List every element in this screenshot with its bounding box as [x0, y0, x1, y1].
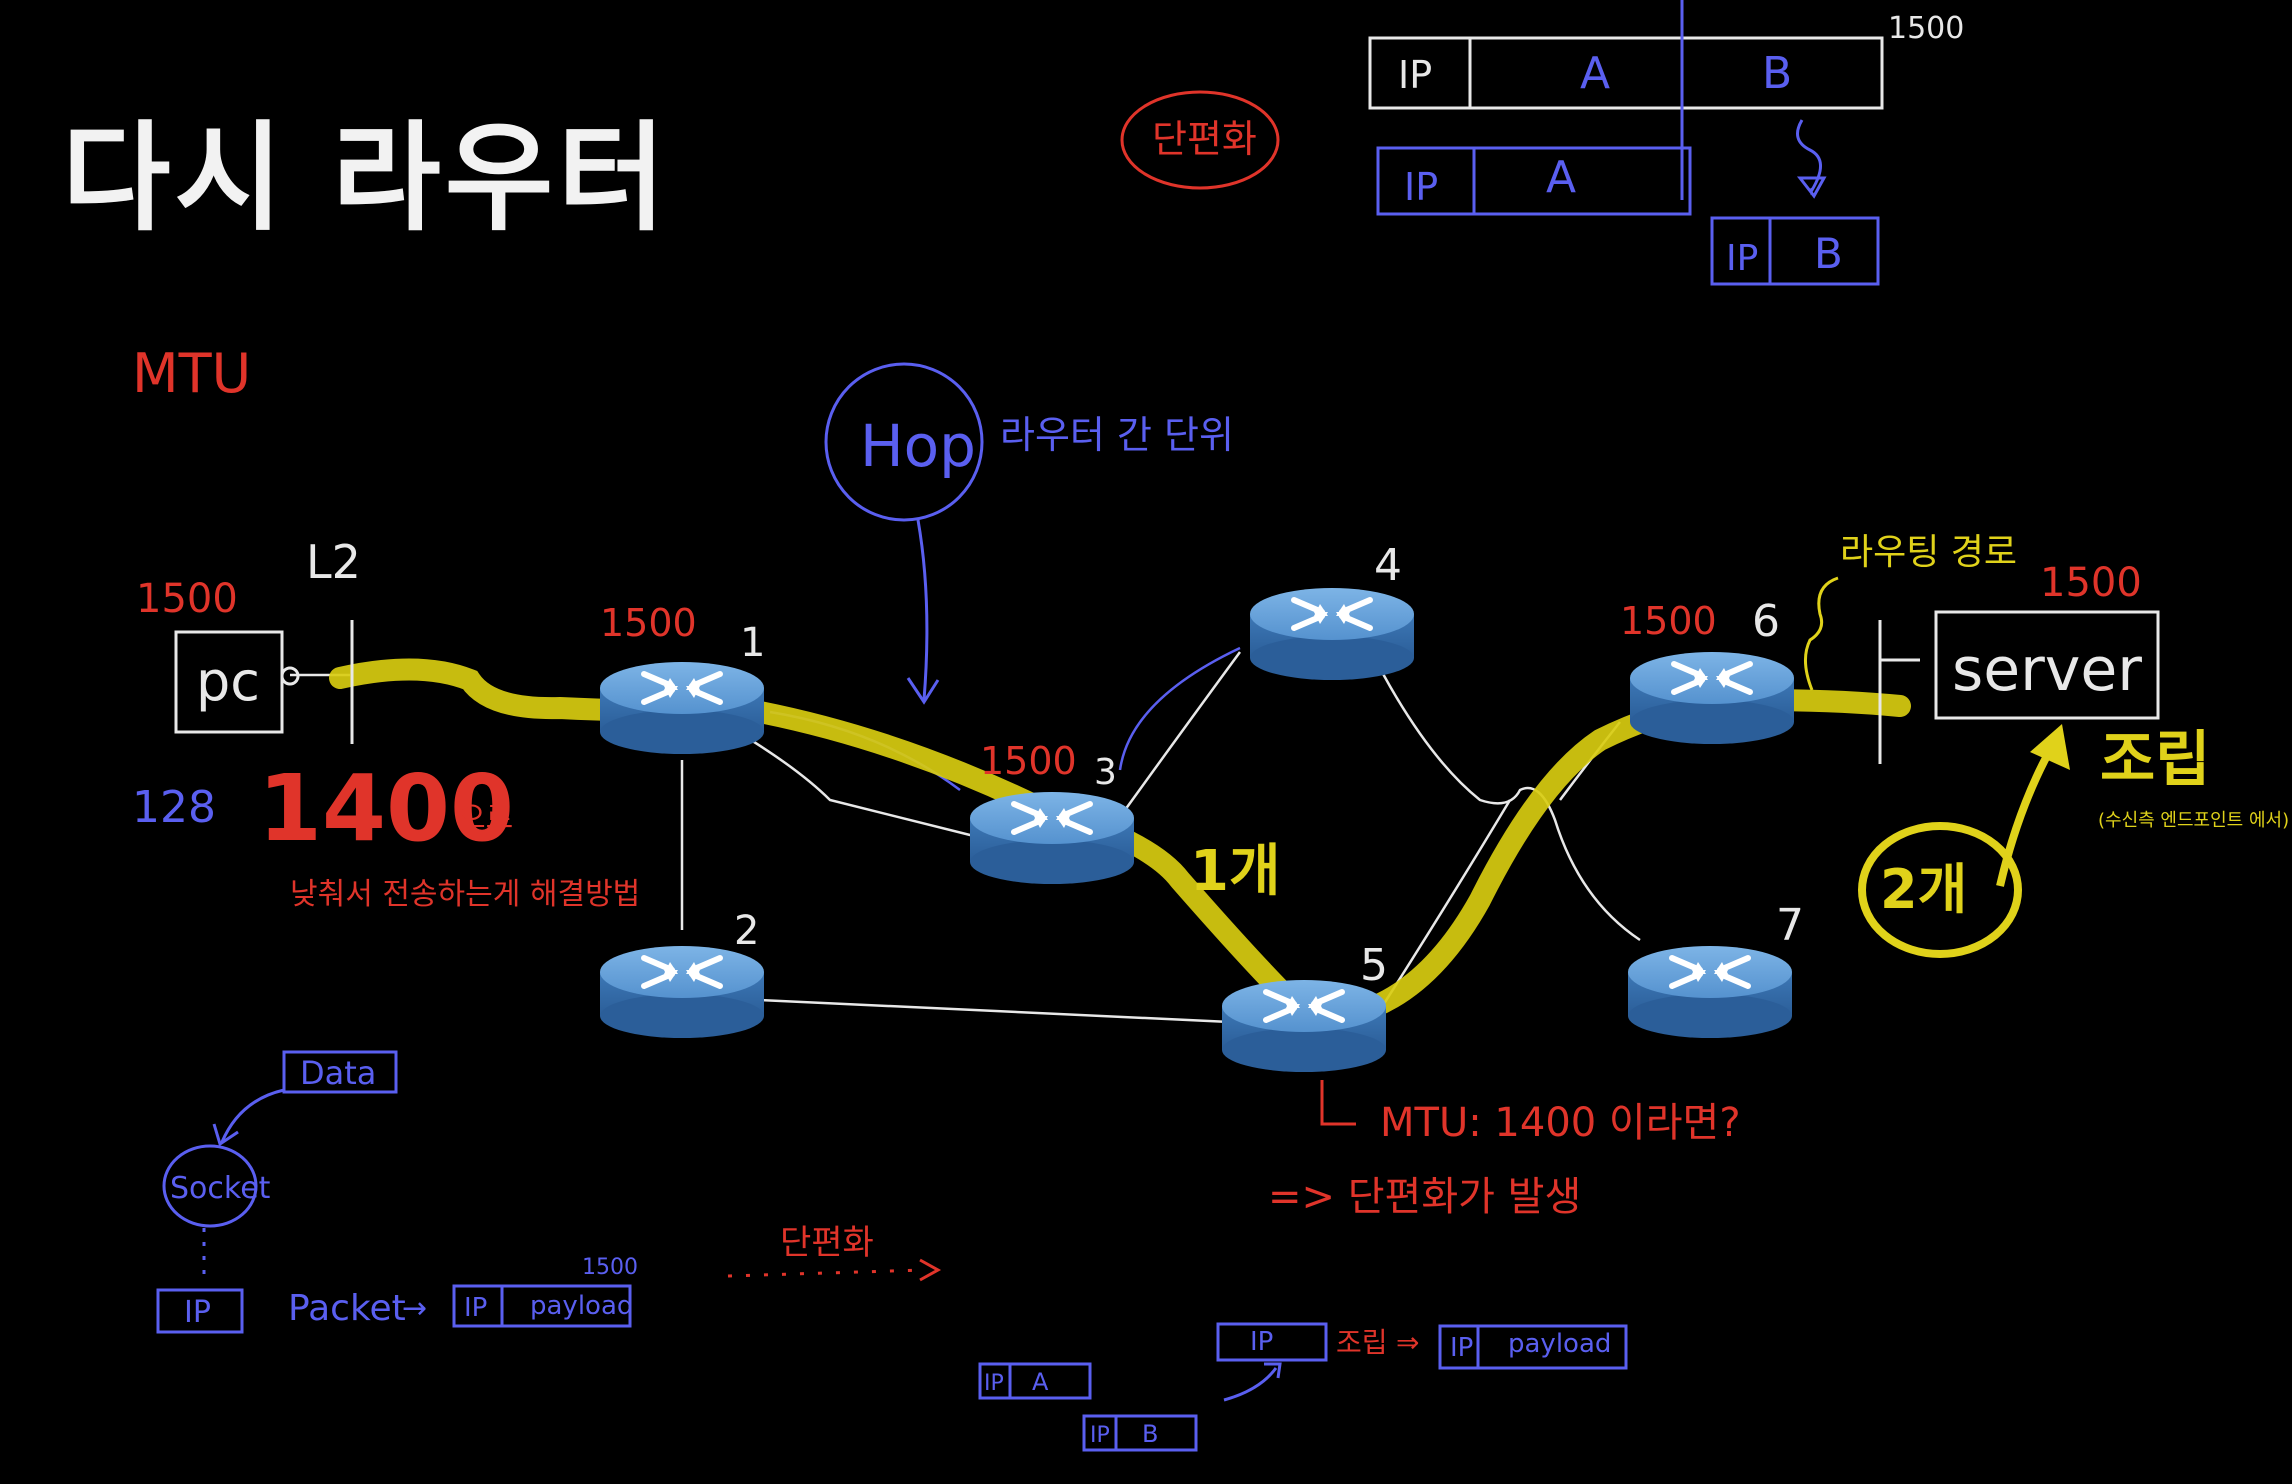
frag-b-small-box	[1082, 1414, 1198, 1452]
fragment-b-label: B	[1814, 229, 1843, 278]
assemble-note: (수신측 엔드포인트 에서)	[2098, 810, 2289, 831]
frag-a-small-label: A	[1032, 1368, 1049, 1396]
frag-a-small-box	[978, 1362, 1092, 1400]
socket-circle	[162, 1144, 258, 1228]
routing-path-label: 라우팅 경로	[1840, 532, 2017, 573]
reassembly-arrow: ⇒	[1396, 1326, 1419, 1359]
fragment-a-label: A	[1546, 152, 1576, 203]
reassembly-ip-box	[1216, 1322, 1328, 1362]
assemble-label: 조립	[2100, 725, 2210, 795]
two-pieces-circle	[1858, 822, 2022, 958]
frag-a-small-ip: IP	[984, 1371, 1004, 1396]
one-piece-label: 1개	[1190, 839, 1281, 904]
fragment-b-box	[1710, 216, 1880, 286]
router-7-number: 7	[1776, 900, 1804, 951]
router-7[interactable]	[1628, 946, 1792, 1038]
mtu-label: MTU	[132, 342, 251, 405]
big-1400-label: 1400	[258, 755, 514, 862]
reassembled-packet-box	[1438, 1324, 1628, 1370]
router-5[interactable]	[1222, 980, 1386, 1072]
packet-full-box	[1368, 36, 1884, 110]
packet-full-size: 1500	[1888, 11, 1964, 46]
l2-label: L2	[306, 535, 361, 589]
packet-label: Packet	[288, 1288, 406, 1329]
top-fragmentation-diagram: 단편화 IP A B 1500 IP A IP B	[1120, 0, 1964, 286]
packet-full-a: A	[1580, 48, 1610, 99]
socket-label: Socket	[170, 1171, 271, 1206]
router-4-number: 4	[1374, 540, 1402, 591]
router-3-number: 3	[1094, 752, 1117, 793]
server-box	[1934, 610, 2160, 720]
fragment-a-ip: IP	[1404, 165, 1438, 209]
fragment-b-ip: IP	[1726, 238, 1758, 279]
hop-circle	[824, 362, 984, 522]
fragmentation-circle	[1120, 90, 1280, 190]
packet-ip-label: IP	[464, 1293, 487, 1323]
reassembled-payload: payload	[1508, 1329, 1611, 1359]
packet-size-label: 1500	[582, 1255, 638, 1280]
data-label: Data	[300, 1054, 376, 1092]
slide-title: 다시 라우터	[62, 109, 670, 247]
router-1[interactable]	[600, 662, 764, 754]
router-6-mtu: 1500	[1620, 599, 1717, 643]
hop-label: Hop	[860, 412, 976, 480]
pc-128-label: 128	[132, 782, 216, 833]
router-1-mtu: 1500	[600, 601, 697, 645]
fragment-small-label: 단편화	[780, 1223, 874, 1263]
big-1400-suffix: 으로	[458, 801, 513, 836]
router-5-number: 5	[1360, 940, 1388, 991]
router-1-number: 1	[740, 620, 765, 666]
ip-box	[156, 1288, 244, 1334]
reassembly-ip-label: IP	[1250, 1327, 1273, 1357]
reduce-note: 낮춰서 전송하는게 해결방법	[290, 877, 640, 912]
frag-b-small-label: B	[1142, 1420, 1158, 1448]
pc-port-icon	[280, 666, 300, 686]
pc-label: pc	[196, 650, 260, 713]
reassembled-ip: IP	[1450, 1333, 1473, 1363]
router-6-number: 6	[1752, 596, 1780, 647]
router-2-number: 2	[734, 908, 759, 954]
hop-arrow	[916, 519, 929, 701]
pc-box	[174, 630, 284, 734]
packet-full-b: B	[1762, 48, 1792, 99]
packet-full-ip: IP	[1398, 53, 1432, 97]
data-box	[282, 1050, 398, 1094]
router-3[interactable]	[970, 792, 1134, 884]
server-label: server	[1952, 635, 2142, 705]
router-2[interactable]	[600, 946, 764, 1038]
router-6[interactable]	[1630, 652, 1794, 744]
ip-box-label: IP	[184, 1295, 211, 1330]
frag-b-small-ip: IP	[1090, 1423, 1110, 1448]
mtu-question: MTU: 1400 이라면?	[1380, 1100, 1741, 1146]
packet-payload-box	[452, 1284, 632, 1328]
pc-mtu-label: 1500	[136, 576, 238, 622]
two-pieces-label: 2개	[1880, 858, 1967, 921]
reassembly-assemble-label: 조립	[1336, 1326, 1388, 1359]
router-3-mtu: 1500	[980, 739, 1077, 783]
hop-description: 라우터 간 단위	[1000, 413, 1234, 457]
server-mtu-label: 1500	[2040, 560, 2142, 606]
packet-payload-label: payload	[530, 1291, 633, 1321]
fragmentation-circle-label: 단편화	[1152, 117, 1257, 161]
routing-path-highlight	[329, 658, 1911, 1024]
fragment-arrow	[1796, 119, 1822, 196]
packet-arrow: →	[402, 1291, 427, 1326]
routing-path-pointer	[1804, 576, 1839, 691]
router-4[interactable]	[1250, 588, 1414, 680]
fragment-a-box	[1376, 146, 1692, 216]
fragmentation-occurs: => 단편화가 발생	[1268, 1174, 1581, 1220]
